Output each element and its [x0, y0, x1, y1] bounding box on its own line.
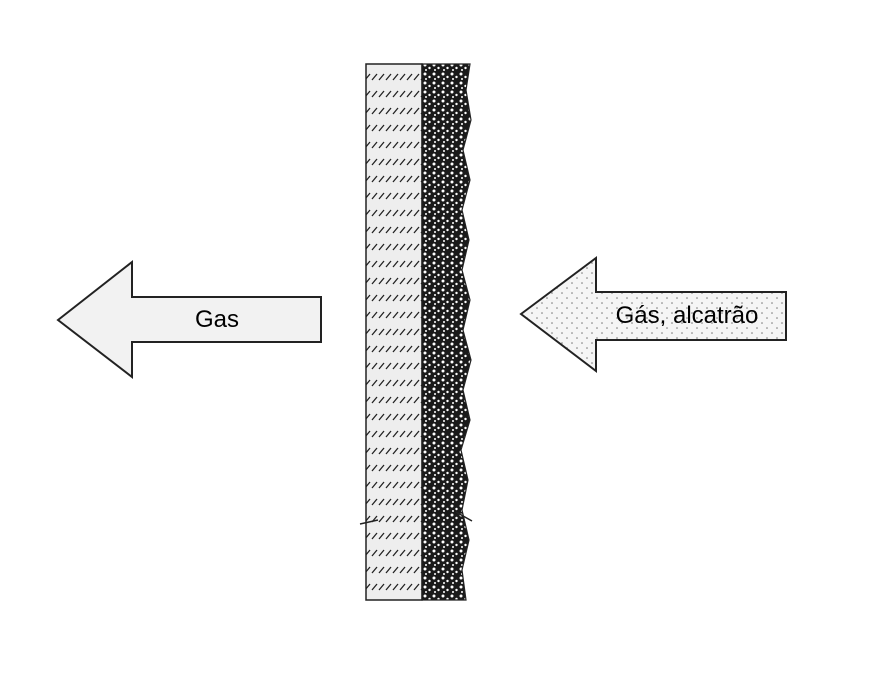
gas-outlet-arrow: Gas — [56, 259, 322, 380]
gas-outlet-label: Gas — [195, 306, 239, 333]
wall-tick-right — [455, 511, 473, 522]
dust-cake-layer — [421, 63, 472, 601]
gas-tar-inlet-arrow-shape — [519, 256, 787, 374]
gas-tar-inlet-arrow: Gás, alcatrão — [519, 256, 787, 374]
gas-tar-inlet-label: Gás, alcatrão — [616, 302, 759, 329]
wall-tick-left — [359, 519, 379, 525]
filter-medium-layer — [365, 63, 423, 601]
gas-outlet-arrow-shape — [56, 259, 322, 380]
